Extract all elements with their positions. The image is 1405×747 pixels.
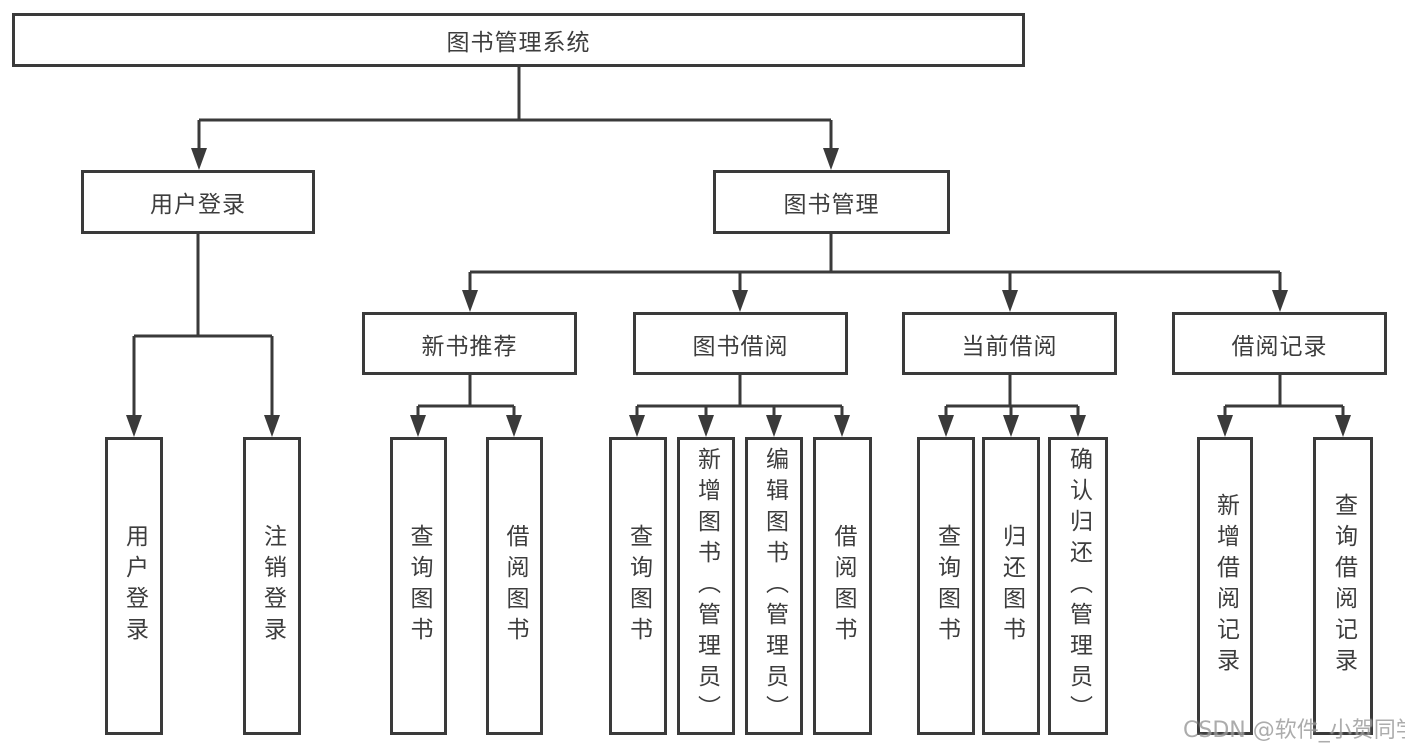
node-label: 新增借阅记录 xyxy=(1212,493,1239,679)
leaf-user-login: 用户登录 xyxy=(105,437,163,735)
leaf-query-books-recommend: 查询图书 xyxy=(390,437,447,735)
leaf-query-books-borrowing: 查询图书 xyxy=(609,437,667,735)
csdn-watermark: CSDN @软件_小贺同学 xyxy=(1183,718,1405,743)
node-label: 用户登录 xyxy=(150,192,246,218)
node-borrowing-records: 借阅记录 xyxy=(1172,312,1387,375)
leaf-add-borrow-record: 新增借阅记录 xyxy=(1197,437,1253,735)
node-label: 查询图书 xyxy=(406,524,432,648)
leaf-query-borrow-record: 查询借阅记录 xyxy=(1313,437,1373,735)
leaf-confirm-return-admin: 确认归还（管理员） xyxy=(1048,437,1108,735)
arrowhead-icon xyxy=(126,148,1351,437)
node-label: 当前借阅 xyxy=(961,333,1058,360)
node-label: 新书推荐 xyxy=(421,333,518,360)
leaf-add-books-admin: 新增图书（管理员） xyxy=(677,437,735,735)
node-label: 查询借阅记录 xyxy=(1330,493,1357,679)
leaf-query-books-current: 查询图书 xyxy=(917,437,975,735)
node-label: 图书借阅 xyxy=(692,333,789,360)
edge-lines xyxy=(132,67,1345,417)
node-label: 编辑图书（管理员） xyxy=(761,446,788,726)
leaf-borrow-books-recommend: 借阅图书 xyxy=(486,437,543,735)
node-label: 借阅记录 xyxy=(1231,333,1328,360)
node-label: 借阅图书 xyxy=(830,524,856,648)
node-label: 查询图书 xyxy=(625,524,652,648)
leaf-return-books: 归还图书 xyxy=(982,437,1040,735)
node-label: 用户登录 xyxy=(121,524,148,648)
node-user-login: 用户登录 xyxy=(81,170,315,234)
node-label: 查询图书 xyxy=(933,524,960,648)
node-book-borrowing: 图书借阅 xyxy=(633,312,848,375)
node-label: 归还图书 xyxy=(998,524,1025,648)
node-label: 图书管理 xyxy=(783,192,880,218)
node-book-management: 图书管理 xyxy=(713,170,950,234)
node-label: 新增图书（管理员） xyxy=(693,446,720,726)
leaf-borrow-books: 借阅图书 xyxy=(813,437,872,735)
node-label: 借阅图书 xyxy=(502,524,528,648)
node-label: 确认归还（管理员） xyxy=(1065,446,1092,726)
node-current-borrowing: 当前借阅 xyxy=(902,312,1117,375)
node-library-management-system: 图书管理系统 xyxy=(12,13,1025,67)
node-label: 注销登录 xyxy=(259,524,286,648)
leaf-logout: 注销登录 xyxy=(243,437,301,735)
node-new-book-recommendation: 新书推荐 xyxy=(362,312,577,375)
leaf-edit-books-admin: 编辑图书（管理员） xyxy=(745,437,803,735)
node-label: 图书管理系统 xyxy=(446,30,591,56)
